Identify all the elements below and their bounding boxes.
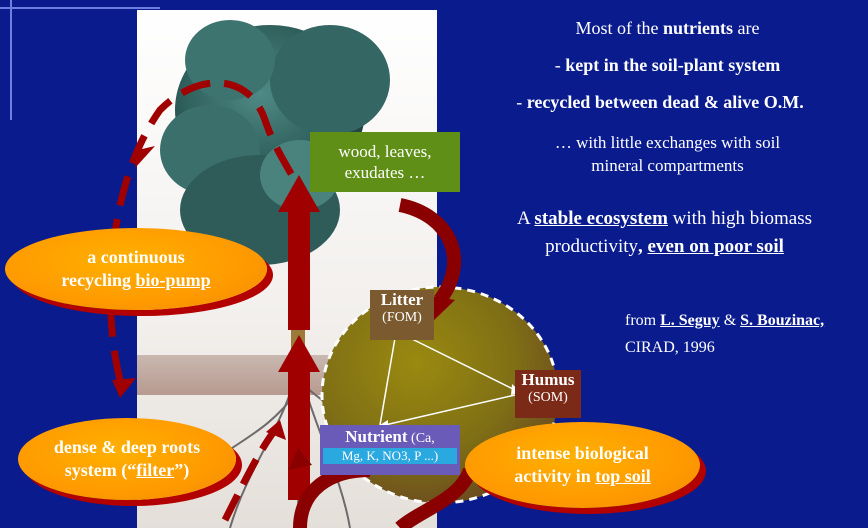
biopump-ellipse: a continuous recycling bio-pump xyxy=(5,228,267,310)
biopump-line2-prefix: recycling xyxy=(61,270,136,290)
biopump-term: bio-pump xyxy=(135,270,211,290)
bottom-recycle-arrow-right xyxy=(395,467,477,528)
biopump-arrowhead-down xyxy=(112,378,136,398)
stable-middle: with high biomass xyxy=(667,208,813,229)
root-uptake-arrowhead xyxy=(266,420,286,440)
biopump-arrowhead-left xyxy=(135,146,155,168)
kept-line-dash: - xyxy=(554,55,566,75)
bottom-arrowhead-left xyxy=(288,448,312,470)
kept-line-text: kept in the soil-plant system xyxy=(565,55,781,75)
kept-line: - kept in the soil-plant system xyxy=(470,55,865,76)
recycled-line: - recycled between dead & alive O.M. xyxy=(455,92,865,113)
stable-comma: , xyxy=(638,235,648,257)
exchange-note: … with little exchanges with soil minera… xyxy=(470,132,865,178)
nutrient-flow-arrows xyxy=(379,337,516,426)
poor-soil-term: even on poor soil xyxy=(647,235,784,257)
filter-term: filter xyxy=(136,460,175,480)
exchange-note-line1: … with little exchanges with soil xyxy=(554,133,781,152)
nutrient-detail2: Mg, K, NO3, P ...) xyxy=(323,448,457,464)
source-author1: L. Seguy xyxy=(660,312,720,329)
roots-line2-prefix: system (“ xyxy=(64,460,137,480)
humus-title: Humus xyxy=(521,370,575,389)
topsoil-line2-prefix: activity in xyxy=(514,466,596,486)
roots-line1: dense & deep roots xyxy=(53,436,201,457)
nutrient-box: Nutrient (Ca, Mg, K, NO3, P ...) xyxy=(320,425,460,475)
source-amp: & xyxy=(719,312,741,329)
wood-box-line2: exudates … xyxy=(344,163,426,182)
stable-ecosystem-statement: A stable ecosystem with high biomass pro… xyxy=(462,205,867,260)
recycled-line-dash: - xyxy=(516,92,527,112)
stable-line2: productivity xyxy=(545,235,639,257)
humus-box: Humus (SOM) xyxy=(515,370,581,418)
topsoil-ellipse: intense biological activity in top soil xyxy=(465,422,700,508)
wood-leaves-box: wood, leaves, exudates … xyxy=(310,132,460,192)
source-from: from xyxy=(625,312,661,329)
root-uptake-arrow xyxy=(221,427,278,522)
litter-sub: (FOM) xyxy=(382,310,422,325)
corner-line-horizontal xyxy=(0,7,160,9)
nutrients-heading: Most of the nutrients are xyxy=(470,18,865,39)
topsoil-line1: intense biological xyxy=(516,442,649,463)
source-author2: S. Bouzinac, xyxy=(740,312,825,329)
nutrients-heading-prefix: Most of the xyxy=(575,18,663,38)
nutrients-heading-suffix: are xyxy=(733,18,760,38)
exchange-note-line2: mineral compartments xyxy=(591,155,744,175)
corner-line-vertical xyxy=(10,0,12,120)
topsoil-term: top soil xyxy=(595,466,651,486)
humus-sub: (SOM) xyxy=(528,390,568,405)
biopump-line1: a continuous xyxy=(87,246,185,267)
bottom-recycle-arrow-left xyxy=(293,463,371,528)
litterfall-arrow xyxy=(398,198,462,305)
nutrient-title: Nutrient xyxy=(345,427,408,446)
wood-box-line1: wood, leaves, xyxy=(338,141,432,161)
litter-box: Litter (FOM) xyxy=(370,290,434,340)
roots-line2-suffix: ”) xyxy=(174,460,190,480)
litter-title: Litter xyxy=(380,290,424,309)
nutrient-detail1: (Ca, xyxy=(407,431,435,446)
roots-ellipse: dense & deep roots system (“filter”) xyxy=(18,418,236,500)
source-org: CIRAD, 1996 xyxy=(625,339,715,357)
stable-prefix: A xyxy=(516,208,535,229)
nutrients-heading-bold: nutrients xyxy=(663,18,734,38)
recycled-line-text: recycled between dead & alive O.M. xyxy=(526,92,804,112)
stable-ecosystem-term: stable ecosystem xyxy=(534,208,668,229)
source-credit: from L. Seguy & S. Bouzinac, CIRAD, 1996 xyxy=(625,307,865,361)
